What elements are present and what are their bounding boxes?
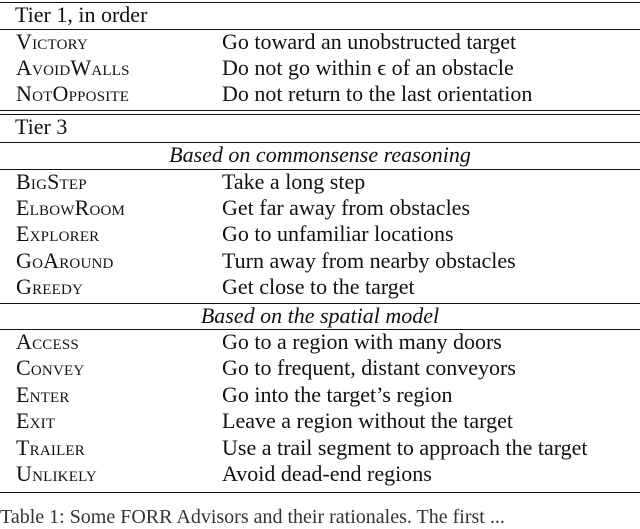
advisor-name: Access xyxy=(16,329,79,354)
advisor-description: Do not go within ϵ of an obstacle xyxy=(222,55,514,80)
advisor-description: Go to frequent, distant conveyors xyxy=(222,355,516,380)
advisor-description: Turn away from nearby obstacles xyxy=(222,248,516,273)
advisor-name: Enter xyxy=(16,382,70,407)
tier3-heading-rule xyxy=(0,142,640,143)
table-row: Explorer Go to unfamiliar locations xyxy=(0,221,640,247)
group-heading-spatial: Based on the spatial model xyxy=(200,303,440,328)
table-row: ElbowRoom Get far away from obstacles xyxy=(0,195,640,221)
tier-separator-rule xyxy=(0,114,640,115)
tier1-heading-rule xyxy=(0,29,640,30)
advisor-description: Take a long step xyxy=(222,169,366,194)
group-heading-rule xyxy=(0,329,640,330)
advisor-name: NotOpposite xyxy=(16,81,130,106)
advisor-name: ElbowRoom xyxy=(16,195,126,220)
table-row: Greedy Get close to the target xyxy=(0,274,640,300)
advisor-name: Trailer xyxy=(16,435,86,460)
table-row: Convey Go to frequent, distant conveyors xyxy=(0,355,640,381)
table-row: Access Go to a region with many doors xyxy=(0,329,640,355)
table-row: NotOpposite Do not return to the last or… xyxy=(0,81,640,107)
advisor-name: Greedy xyxy=(16,274,84,299)
advisor-name: BigStep xyxy=(16,169,87,194)
advisor-description: Get close to the target xyxy=(222,274,415,299)
advisor-description: Use a trail segment to approach the targ… xyxy=(222,435,588,460)
advisor-name: GoAround xyxy=(16,248,114,273)
group-separator-rule xyxy=(0,303,640,304)
table-row: Trailer Use a trail segment to approach … xyxy=(0,435,640,461)
tier1-heading-row: Tier 1, in order xyxy=(0,2,640,28)
advisor-description: Go into the target’s region xyxy=(222,382,453,407)
tier-separator-rule xyxy=(0,110,640,111)
advisor-description: Leave a region without the target xyxy=(222,408,513,433)
advisor-description: Go toward an unobstructed target xyxy=(222,29,517,54)
advisor-name: Exit xyxy=(16,408,56,433)
table-row: AvoidWalls Do not go within ϵ of an obst… xyxy=(0,55,640,81)
bottom-rule xyxy=(0,492,640,493)
advisor-description: Go to unfamiliar locations xyxy=(222,221,454,246)
advisor-name: Convey xyxy=(16,355,85,380)
table-caption: Table 1: Some FORR Advisors and their ra… xyxy=(0,506,505,528)
group-heading-commonsense: Based on commonsense reasoning xyxy=(169,142,471,167)
advisor-name: Victory xyxy=(16,29,89,54)
tier3-heading: Tier 3 xyxy=(15,114,68,139)
table-row: BigStep Take a long step xyxy=(0,169,640,195)
advisor-name: AvoidWalls xyxy=(16,55,130,80)
advisor-description: Do not return to the last orientation xyxy=(222,81,533,106)
advisor-name: Unlikely xyxy=(16,461,97,486)
tier3-heading-row: Tier 3 xyxy=(0,114,640,140)
tier1-heading: Tier 1, in order xyxy=(15,2,148,27)
advisor-description: Get far away from obstacles xyxy=(222,195,471,220)
group-heading-rule xyxy=(0,169,640,170)
advisor-name: Explorer xyxy=(16,221,100,246)
table-row: Enter Go into the target’s region xyxy=(0,382,640,408)
table-row: Exit Leave a region without the target xyxy=(0,408,640,434)
advisor-description: Go to a region with many doors xyxy=(222,329,502,354)
table-row: Unlikely Avoid dead-end regions xyxy=(0,461,640,487)
table-row: Victory Go toward an unobstructed target xyxy=(0,29,640,55)
top-rule xyxy=(0,2,640,3)
advisor-description: Avoid dead-end regions xyxy=(222,461,432,486)
table-row: GoAround Turn away from nearby obstacles xyxy=(0,248,640,274)
